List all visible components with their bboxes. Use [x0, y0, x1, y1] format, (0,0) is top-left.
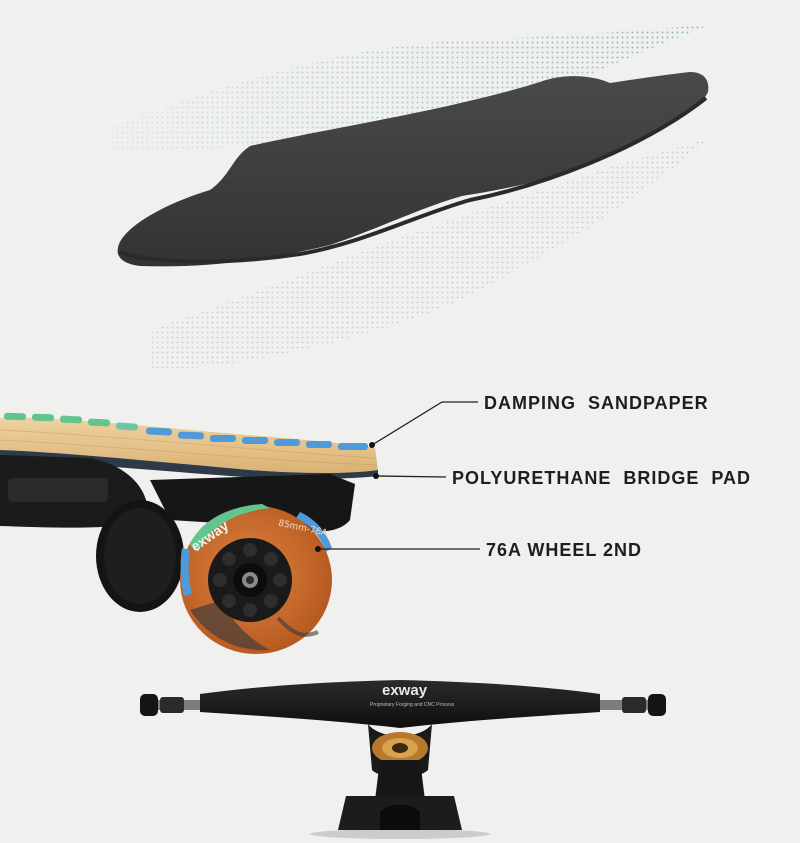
callout-damping-sandpaper: DAMPING SANDPAPER: [484, 393, 709, 413]
deck-cross-section: [0, 412, 378, 479]
callout-wheel: 76A WHEEL 2ND: [486, 540, 643, 560]
deck-top-layer: [117, 72, 709, 267]
callout-lines: [318, 401, 480, 550]
truck-subtitle: Proprietary Forging and CNC Process: [370, 702, 455, 708]
dot-wave-pattern: [110, 24, 712, 150]
truck-brand: exway: [382, 682, 428, 699]
truck: exway Proprietary Forging and CNC Proces…: [140, 680, 666, 839]
sandpaper-strip: [3, 412, 368, 450]
wheel: exway 85mm-76A: [180, 504, 332, 654]
callout-dot: [315, 442, 379, 552]
dot-wave-pattern-lower: [150, 140, 706, 372]
callout-polyurethane-bridge-pad: POLYURETHANE BRIDGE PAD: [452, 468, 752, 488]
wood-grain: [0, 429, 377, 466]
